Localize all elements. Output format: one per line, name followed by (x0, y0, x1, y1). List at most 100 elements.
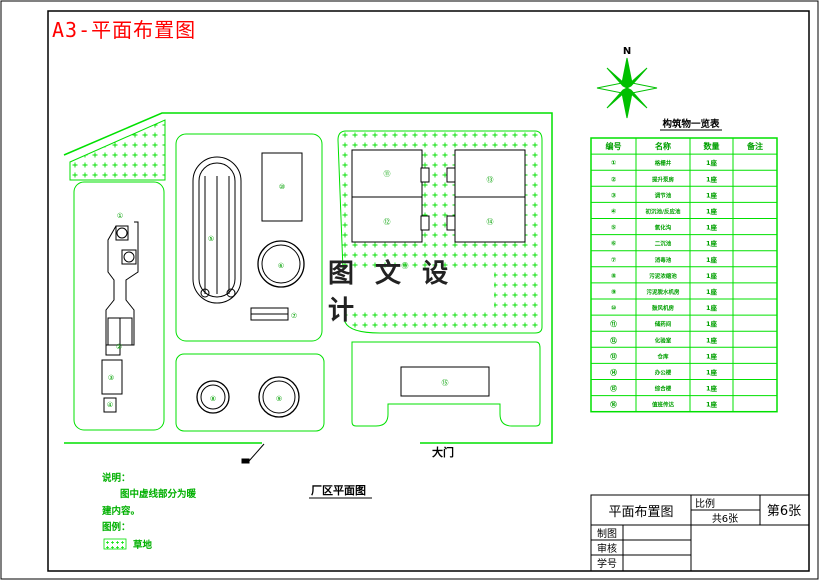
building-lab (454, 149, 526, 243)
table-cell: 二沉池 (655, 240, 672, 248)
watermark: 图 文 设 计 (328, 259, 494, 326)
circular-tanks (196, 240, 305, 418)
title-block-drawing-name: 平面布置图 (608, 505, 673, 520)
table-cell: 调节池 (655, 191, 672, 199)
marker-13: ⑬ (487, 176, 494, 184)
table-cell: 1座 (706, 303, 718, 312)
table-cell: 1座 (706, 206, 718, 215)
title-block-scale: 比例 (695, 497, 715, 510)
table-cell: 1座 (706, 223, 718, 232)
table-border (590, 137, 778, 413)
zone-left-strip (73, 181, 165, 431)
table-cell: ⑥ (611, 240, 617, 248)
site-plan-title: 厂区平面图 (311, 484, 366, 497)
table-cell: 1座 (706, 319, 718, 328)
zone-sludge (175, 353, 325, 432)
title-block-drafter: 制图 (597, 527, 617, 540)
table-cell: ③ (611, 191, 617, 199)
table-cell: ⑩ (611, 304, 617, 312)
table-cell: 格栅井 (655, 159, 672, 167)
legend-grass-label: 草地 (133, 539, 153, 551)
drawing-frame (47, 10, 810, 572)
table-title: 构筑物一览表 (662, 118, 720, 130)
table-cell: 1座 (706, 190, 718, 199)
sludge-thickener (196, 380, 230, 414)
marker-7: ⑦ (291, 312, 297, 320)
marker-2: ② (116, 343, 122, 351)
title-block-reviewer: 审核 (597, 542, 617, 555)
north-arrow-icon: N (596, 46, 658, 119)
corner-title: A3-平面布置图 (52, 18, 197, 42)
title-block-total: 共6张 (712, 513, 738, 525)
marker-4: ④ (107, 401, 113, 409)
title-block-sheet: 第6张 (767, 504, 801, 519)
table-cell: 1座 (706, 384, 718, 393)
marker-11: ⑪ (384, 170, 391, 178)
marker-16: ⑯ (402, 262, 409, 270)
zone-oxidation-ditch (175, 133, 323, 342)
notes-line-1: 图中虚线部分为暖 (120, 488, 197, 500)
table-cell: 1座 (706, 400, 718, 409)
table-cell: 综合楼 (655, 385, 672, 393)
gate-label: 大门 (432, 445, 454, 459)
table-cell: ⑬ (610, 351, 617, 360)
legend-heading: 图例： (102, 521, 131, 533)
table-cell: 1座 (706, 335, 718, 344)
table-cell: 1座 (706, 174, 718, 183)
grass-area-top-left (69, 119, 166, 181)
building-office (351, 149, 423, 243)
table-cell: 污泥浓缩池 (649, 272, 677, 280)
oxidation-ditch (192, 156, 242, 304)
marker-15: ⑮ (442, 379, 449, 387)
table-cell: ⑮ (610, 384, 617, 393)
table-header-cell: 备注 (746, 141, 763, 151)
title-block (590, 494, 810, 572)
table-cell: ② (611, 175, 617, 183)
table-cell: ⑧ (611, 272, 617, 280)
table-cell: 储药间 (654, 320, 672, 328)
table-cell: ④ (611, 207, 617, 215)
pretreatment-line (101, 221, 139, 413)
marker-10: ⑩ (279, 183, 285, 191)
marker-1: ① (117, 212, 123, 220)
table-cell: 污泥脱水机房 (646, 288, 680, 296)
table-cell: 提升泵房 (652, 175, 675, 183)
table-cell: 氧化沟 (654, 224, 672, 232)
table-header-cell: 名称 (655, 141, 671, 151)
table-cell: 1座 (706, 158, 718, 167)
table-cell: 值班传达 (652, 401, 675, 409)
table-header-cell: 数量 (704, 141, 720, 151)
building-sludge-dewater (261, 152, 303, 222)
notes-line-2: 建内容。 (101, 505, 140, 517)
marker-3: ③ (108, 374, 114, 382)
site-markers: ① ② ③ ④ ⑤ ⑥ ⑦ ⑧ ⑨ ⑩ ⑪ ⑫ ⑬ ⑭ ⑮ ⑯ (107, 170, 494, 409)
marker-9: ⑨ (276, 395, 282, 403)
table-cell: 办公楼 (655, 368, 672, 376)
table-cell: 1座 (706, 367, 718, 376)
legend-grass-swatch (103, 538, 127, 550)
table-cell: 1座 (706, 287, 718, 296)
table-cell: 化验室 (655, 336, 672, 344)
table-cell: 1座 (706, 239, 718, 248)
compass-north-label: N (623, 46, 631, 57)
buildings-right (241, 149, 526, 464)
table-cell: 初沉池/反应池 (645, 207, 681, 215)
table-cell: ⑯ (610, 400, 617, 409)
marker-8: ⑧ (210, 395, 216, 403)
title-block-student-no: 学号 (597, 557, 617, 570)
table-cell: 1座 (706, 271, 718, 280)
digester (258, 376, 300, 418)
table-cell: 仓库 (656, 352, 669, 360)
notes-heading: 说明： (102, 472, 131, 484)
table-cell: ① (611, 159, 617, 167)
table-cell: 1座 (706, 255, 718, 264)
table-cell: ⑫ (610, 335, 617, 344)
table-cell: ⑤ (611, 224, 617, 232)
table-cell: 1座 (706, 351, 718, 360)
guard-house (241, 458, 250, 464)
site-boundary (63, 112, 553, 444)
building-warehouse (400, 366, 490, 397)
table-cell: ⑪ (610, 319, 617, 328)
